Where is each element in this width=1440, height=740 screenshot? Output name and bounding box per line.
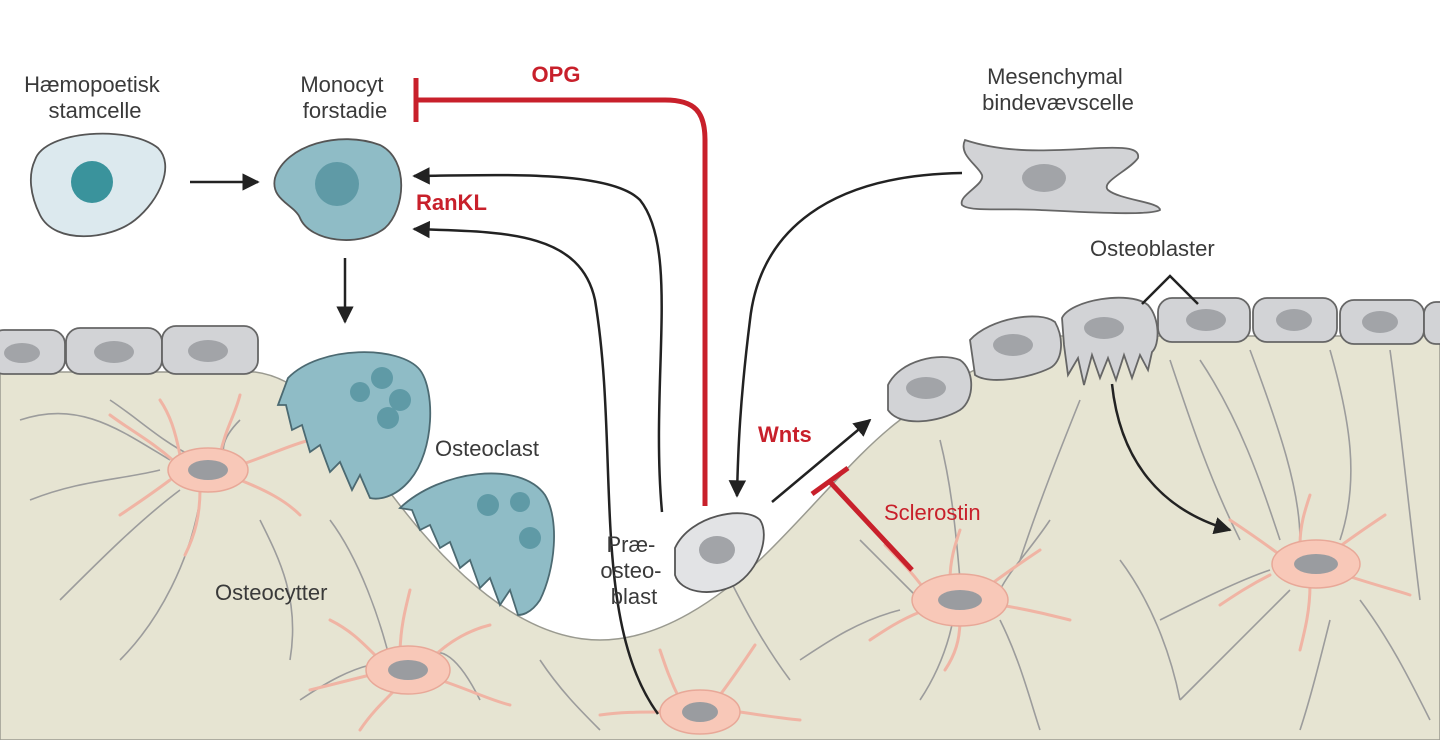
lining-cell <box>1423 301 1440 345</box>
mesenchymal-cell <box>960 138 1161 215</box>
osteoclast-cell <box>398 472 555 616</box>
osteocyte-cell <box>108 393 312 557</box>
osteocyte-cell <box>868 528 1072 672</box>
sclerostin-label: Sclerostin <box>884 500 981 525</box>
preosteoblast-cell <box>674 512 765 593</box>
lining-cell <box>1157 297 1251 343</box>
osteocyte-cell <box>1218 493 1412 652</box>
canaliculi <box>19 349 1431 731</box>
osteocyte-cell <box>598 643 802 735</box>
mesenchymal-label: Mesenchymal bindevævscelle <box>982 64 1134 115</box>
osteocyte-cell <box>308 588 512 732</box>
monocyte-precursor-cell <box>273 138 402 241</box>
lining-cell <box>65 327 163 375</box>
opg-label: OPG <box>532 62 581 87</box>
haemopoietic-label: Hæmopoetisk stamcelle <box>24 72 166 123</box>
lining-cell <box>1339 299 1425 345</box>
osteoblast-cell <box>887 356 973 423</box>
lining-cell <box>0 329 66 375</box>
osteoclast-cell <box>276 351 432 500</box>
osteoblasts-label: Osteoblaster <box>1090 236 1215 261</box>
black-arrows <box>190 167 1232 715</box>
haemopoietic-stem-cell <box>29 132 167 237</box>
preosteoblast-label: Præ- osteo- blast <box>600 532 667 609</box>
monocyte-label: Monocyt forstadie <box>300 72 389 123</box>
osteoblast-cell <box>1061 296 1159 386</box>
wnts-label: Wnts <box>758 422 812 447</box>
rankl-label: RanKL <box>416 190 487 215</box>
red-inhibition-lines <box>413 78 914 572</box>
lining-cell <box>161 325 259 375</box>
lining-cell <box>1252 297 1338 343</box>
osteoclast-label: Osteoclast <box>435 436 539 461</box>
osteoblast-cell <box>969 315 1062 381</box>
osteocytes-label: Osteocytter <box>215 580 327 605</box>
